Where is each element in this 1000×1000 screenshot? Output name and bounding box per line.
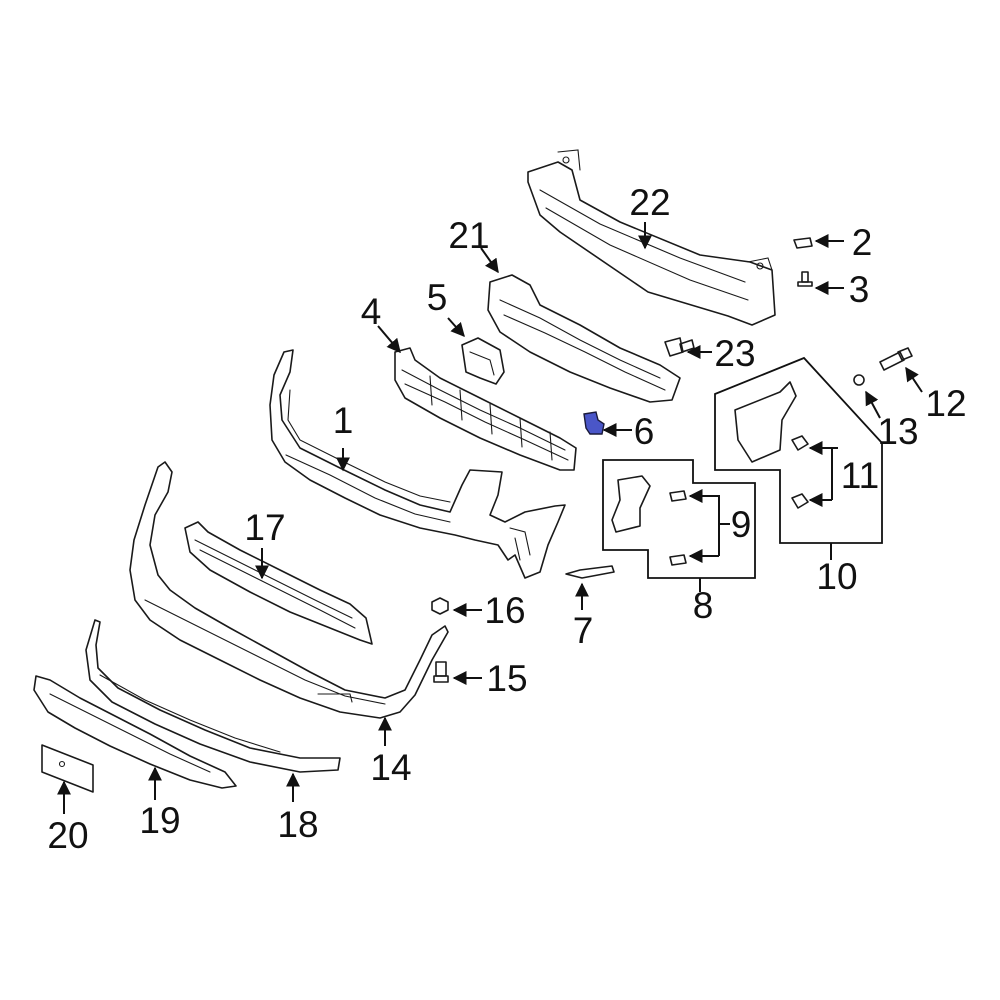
callout-5: 5: [427, 277, 448, 318]
leader-11-bracket: [831, 447, 838, 500]
callout-13: 13: [877, 411, 918, 452]
leader-21: [480, 247, 499, 274]
callout-8: 8: [693, 585, 714, 626]
callout-7: 7: [573, 610, 594, 651]
leader-4: [377, 325, 401, 354]
leader-lines: [57, 222, 923, 814]
part-14-lower-bumper-cover: [129, 461, 449, 719]
callout-9: 9: [731, 504, 752, 545]
leader-9-bracket: [712, 495, 720, 556]
leader-12: [905, 366, 923, 393]
callout-labels: 1 2 3 4 5 6 7 8 9 10 11 12 13 14 15 16 1…: [47, 182, 966, 856]
part-6-retainer-clip: [583, 411, 605, 435]
part-17-lower-grille: [184, 521, 373, 645]
part-23-bolt: [664, 337, 695, 357]
callout-14: 14: [370, 747, 411, 788]
callout-12: 12: [925, 383, 966, 424]
part-5-bracket: [461, 337, 505, 385]
leader-5: [447, 317, 465, 338]
part-4-grille-support: [394, 347, 577, 471]
callout-4: 4: [361, 291, 382, 332]
callout-18: 18: [277, 804, 318, 845]
highlighted-part: [583, 411, 605, 435]
part-13-washer: [853, 374, 865, 386]
part-15-bolt: [433, 661, 449, 683]
callout-15: 15: [486, 658, 527, 699]
part-19-skid-plate: [33, 675, 237, 789]
part-3-screw: [797, 271, 813, 287]
callout-20: 20: [47, 815, 88, 856]
part-2-nut-clip: [793, 237, 813, 249]
part-1-bumper-cover: [269, 349, 566, 579]
callout-11: 11: [841, 455, 879, 496]
part-21-energy-absorber: [487, 274, 681, 403]
callout-6: 6: [634, 411, 655, 452]
callout-1: 1: [333, 400, 354, 441]
callout-21: 21: [448, 215, 489, 256]
callout-23: 23: [714, 333, 755, 374]
part-20-license-bracket: [41, 744, 94, 793]
callout-17: 17: [244, 507, 285, 548]
callout-19: 19: [139, 800, 180, 841]
callout-16: 16: [484, 590, 525, 631]
part-22-reinforcement-bar: [527, 149, 776, 326]
part-18-trim-strip: [85, 619, 341, 773]
part-12-bolt: [879, 347, 913, 371]
part-7-trim: [565, 565, 615, 579]
callout-22: 22: [629, 182, 670, 223]
part-8-9-assembly: [602, 459, 756, 579]
part-16-nut: [431, 597, 449, 615]
callout-3: 3: [849, 269, 870, 310]
leader-13: [865, 390, 881, 419]
callout-2: 2: [852, 222, 873, 263]
callout-10: 10: [816, 556, 857, 597]
